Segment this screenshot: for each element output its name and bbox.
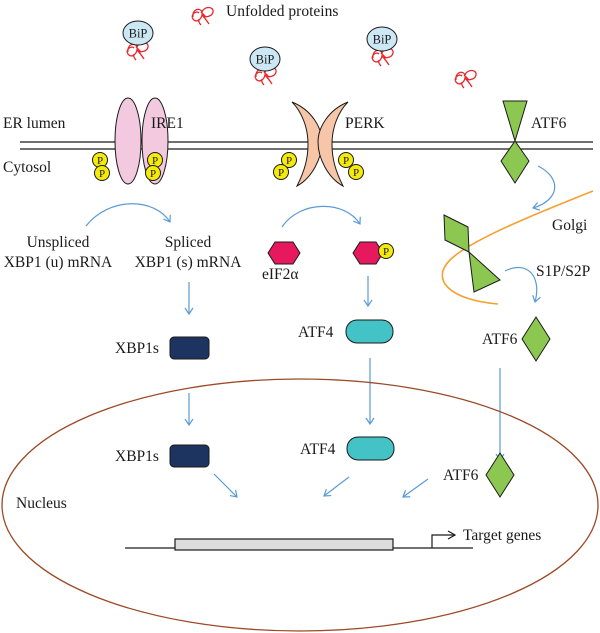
bip-complex-1: BiP (122, 20, 154, 61)
atf4-cytosol: ATF4 (298, 319, 394, 344)
bip-icon (122, 20, 154, 46)
unfolded-protein-icon (191, 6, 214, 26)
eif2a-label: eIF2α (262, 266, 299, 283)
target-genes-label: Target genes (463, 527, 541, 544)
xbp1s-activation-arrow (213, 473, 238, 498)
phospho-group: P P P P (92, 152, 163, 181)
target-gene: Target genes (125, 527, 541, 551)
unspliced-label-line1: Unspliced (27, 234, 90, 251)
splicing-arrow (85, 203, 171, 227)
bip-label: BiP (373, 33, 392, 47)
cytosol-label: Cytosol (3, 159, 51, 176)
spliced-label-line1: Spliced (165, 234, 212, 251)
atf6-activation-arrow (402, 478, 429, 498)
atf6-active-icon (521, 316, 551, 362)
golgi-membrane (441, 190, 594, 305)
perk-monomer-icon (291, 101, 323, 188)
bip-icon (366, 26, 398, 52)
phospho-label: P (150, 168, 156, 180)
nucleus-label: Nucleus (16, 495, 67, 512)
phosphorylation-arrow (281, 205, 361, 228)
ire1-receptor: P P P P IRE1 (92, 97, 184, 185)
atf6-cleaved: ATF6 (482, 316, 551, 362)
unfolded-proteins-label: Unfolded proteins (226, 3, 338, 20)
atf6-luminal-domain-icon (468, 250, 501, 293)
atf4-nucleus: ATF4 (300, 436, 395, 461)
xbp1s-protein-icon (169, 336, 210, 360)
eif2a: eIF2α (262, 241, 301, 283)
nucleus-envelope (1, 378, 599, 632)
xbp1s-cytosol-label: XBP1s (115, 340, 159, 357)
gene-promoter-box (174, 538, 394, 551)
perk-monomer-icon (317, 101, 349, 188)
bip-icon (249, 46, 281, 72)
eif2a-phosphorylated: P (352, 241, 394, 265)
xbp1s-cytosol: XBP1s (115, 336, 210, 360)
er-membrane (20, 141, 593, 150)
bip-label: BiP (129, 27, 148, 41)
er-lumen-label: ER lumen (3, 115, 66, 132)
phospho-label: P (383, 246, 389, 258)
atf6-nucleus: ATF6 (443, 452, 515, 498)
phospho-label: P (99, 168, 105, 180)
xbp1s-nucleus: XBP1s (115, 444, 210, 468)
atf6-cleaved-label: ATF6 (482, 331, 518, 348)
phospho-label: P (343, 155, 349, 167)
atf4-protein-icon (345, 319, 394, 344)
phospho-label: P (278, 167, 284, 179)
atf6-er: ATF6 (500, 100, 567, 184)
bip-complex-3: BiP (366, 26, 398, 67)
atf4-cytosol-label: ATF4 (298, 324, 334, 341)
perk-label: PERK (345, 115, 385, 132)
cleavage-arrow (504, 266, 541, 304)
phospho-label: P (152, 155, 158, 167)
golgi-label: Golgi (552, 217, 588, 234)
atf4-protein-icon (346, 436, 395, 461)
spliced-label-line2: XBP1 (s) mRNA (135, 254, 243, 271)
phospho-icon (378, 243, 394, 259)
phospho-group: P P P P (273, 152, 364, 180)
atf6-luminal-domain-icon (502, 100, 528, 143)
atf6-golgi (443, 214, 501, 293)
eif2a-icon (352, 241, 384, 265)
perk-receptor: P P P P PERK (273, 101, 385, 188)
unfolded-protein-label-group: Unfolded proteins (191, 3, 338, 26)
bip-complex-2: BiP (249, 46, 281, 86)
atf6-er-label: ATF6 (531, 115, 567, 132)
phospho-label: P (97, 155, 103, 167)
transcription-start-arrow (431, 530, 457, 548)
unspliced-label-line2: XBP1 (u) mRNA (4, 254, 113, 271)
unfolded-protein-icon (454, 69, 477, 89)
eif2a-icon (267, 241, 301, 265)
atf6-active-icon (485, 452, 515, 498)
xbp1s-protein-icon (169, 444, 210, 468)
atf6-cytosolic-domain-icon (443, 214, 470, 253)
atf6-to-golgi-arrow (531, 165, 556, 211)
atf6-nucleus-label: ATF6 (443, 467, 479, 484)
ire1-monomer-icon (114, 97, 142, 185)
s1p-s2p-label: S1P/S2P (536, 263, 590, 280)
atf4-nucleus-label: ATF4 (300, 441, 336, 458)
atf4-activation-arrow (323, 476, 350, 497)
phospho-label: P (353, 167, 359, 179)
bip-label: BiP (256, 53, 275, 67)
ire1-label: IRE1 (151, 115, 184, 132)
xbp1s-nucleus-label: XBP1s (115, 448, 159, 465)
atf6-cytosolic-domain-icon (500, 140, 530, 184)
phospho-label: P (286, 155, 292, 167)
